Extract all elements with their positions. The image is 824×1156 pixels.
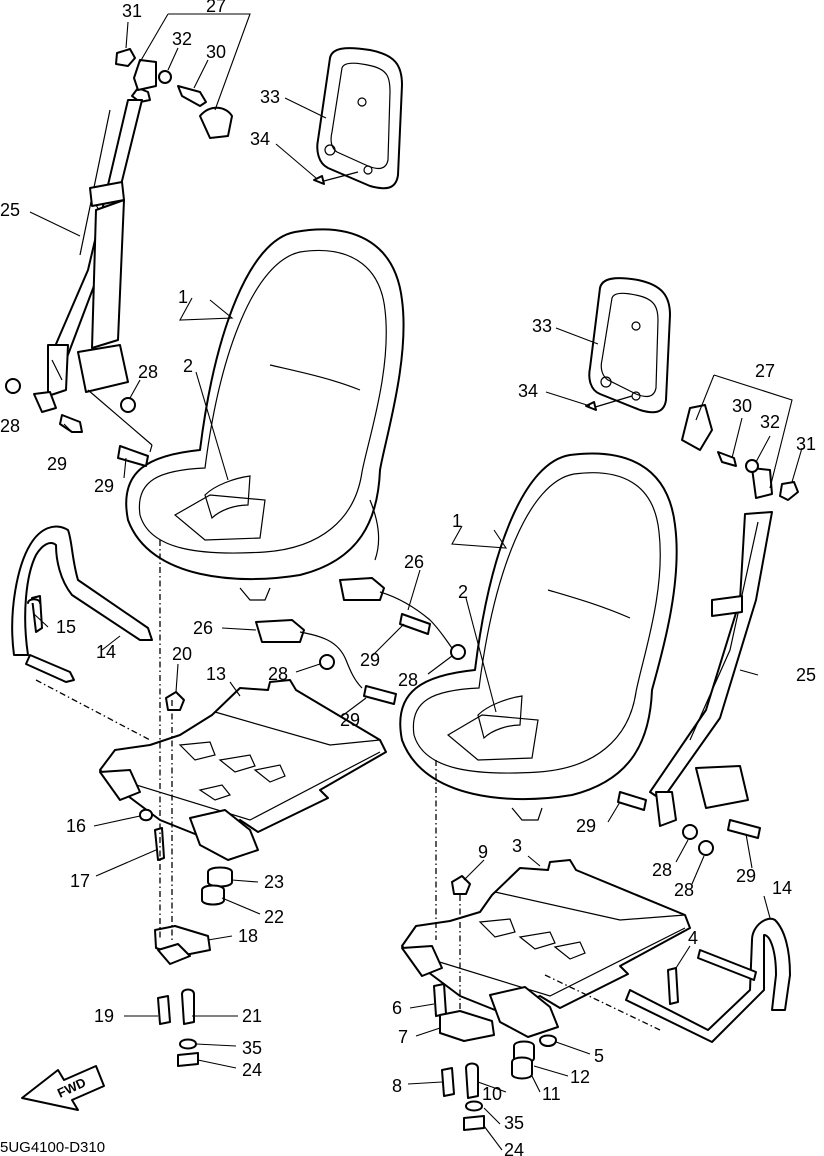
callout-27: 27: [206, 0, 226, 16]
callout-7: 7: [398, 1027, 408, 1047]
callout-24: 24: [504, 1140, 524, 1156]
callout-28: 28: [138, 362, 158, 382]
callout-29: 29: [576, 816, 596, 836]
callout-32: 32: [172, 29, 192, 49]
callout-11: 11: [542, 1084, 561, 1104]
callout-25: 25: [796, 665, 816, 685]
callout-29: 29: [47, 454, 67, 474]
callout-23: 23: [264, 872, 284, 892]
callout-1: 1: [178, 287, 188, 307]
diagram-code: 5UG4100-D310: [0, 1139, 105, 1156]
callout-26: 26: [404, 552, 424, 572]
callout-18: 18: [238, 926, 258, 946]
fasteners-right: [433, 875, 557, 1131]
callout-13: 13: [206, 664, 226, 684]
callout-16: 16: [66, 816, 86, 836]
callout-35: 35: [242, 1038, 262, 1058]
seat-left: [125, 228, 405, 601]
seatbelt-left: [33, 87, 153, 453]
callout-34: 34: [518, 381, 538, 401]
callout-33: 33: [260, 87, 280, 107]
callout-5: 5: [594, 1046, 604, 1066]
fwd-arrow-icon: FWD: [21, 1065, 105, 1111]
callout-34: 34: [250, 129, 270, 149]
callout-29: 29: [94, 476, 114, 496]
fasteners-left: [139, 691, 233, 1067]
callout-29: 29: [360, 650, 380, 670]
callout-28: 28: [674, 880, 694, 900]
seatbelt-right: [617, 404, 799, 856]
callout-6: 6: [392, 998, 402, 1018]
callout-32: 32: [760, 412, 780, 432]
callout-2: 2: [183, 356, 193, 376]
callout-22: 22: [264, 907, 284, 927]
callout-14: 14: [772, 878, 792, 898]
callout-35: 35: [504, 1113, 524, 1133]
callout-14: 14: [96, 642, 116, 662]
callout-28: 28: [652, 860, 672, 880]
seat-right: [399, 452, 678, 821]
callout-31: 31: [122, 1, 142, 21]
callout-29: 29: [340, 710, 360, 730]
callout-30: 30: [206, 42, 226, 62]
callout-33: 33: [532, 316, 552, 336]
callout-28: 28: [398, 670, 418, 690]
callout-25: 25: [0, 200, 20, 220]
callout-3: 3: [512, 836, 522, 856]
callout-26: 26: [193, 618, 213, 638]
headrest-upper: [313, 47, 403, 190]
grab-rail-right: [625, 917, 791, 1043]
callout-4: 4: [688, 928, 698, 948]
headrest-right: [585, 277, 671, 414]
callout-8: 8: [392, 1076, 402, 1096]
callout-24: 24: [242, 1060, 262, 1080]
callout-28: 28: [268, 664, 288, 684]
callout-31: 31: [796, 434, 816, 454]
callout-30: 30: [732, 396, 752, 416]
grab-rail-left: [11, 525, 153, 683]
callout-20: 20: [172, 644, 192, 664]
callout-21: 21: [242, 1006, 262, 1026]
callout-9: 9: [478, 842, 488, 862]
callout-10: 10: [482, 1084, 502, 1104]
callout-12: 12: [570, 1067, 590, 1087]
callout-15: 15: [56, 617, 76, 637]
callout-27: 27: [755, 361, 775, 381]
leader-lines: [29, 13, 803, 1151]
construction-lines: [35, 540, 661, 1031]
callout-19: 19: [94, 1006, 114, 1026]
seat-base-left: [99, 679, 387, 861]
callout-1: 1: [452, 511, 462, 531]
callout-29: 29: [736, 866, 756, 886]
belt-buckles-middle: [255, 577, 466, 705]
callout-28: 28: [0, 416, 20, 436]
hardware-upper-left: [5, 48, 233, 467]
callout-2: 2: [458, 582, 468, 602]
callout-17: 17: [70, 871, 90, 891]
seat-base-right: [401, 859, 691, 1038]
